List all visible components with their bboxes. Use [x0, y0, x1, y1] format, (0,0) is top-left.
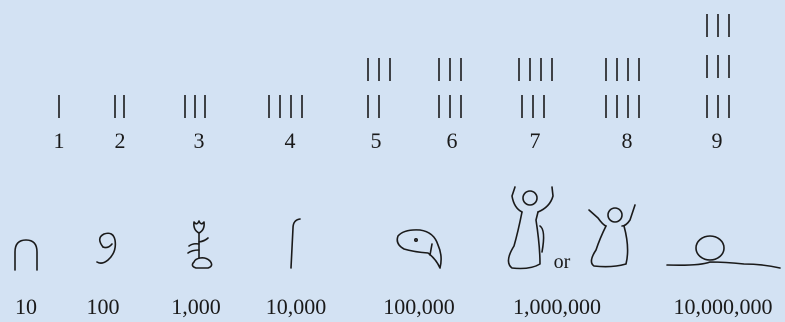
- kneeling-figure-icon: [589, 205, 635, 267]
- strokes-3: [185, 95, 205, 118]
- strokes-6: [439, 58, 461, 118]
- unit-label-3: 3: [194, 130, 205, 152]
- unit-label-7: 7: [530, 130, 541, 152]
- or-connector: or: [554, 252, 571, 272]
- heel-bone-icon: [15, 240, 37, 270]
- strokes-5: [368, 58, 390, 118]
- strokes-7: [519, 58, 552, 118]
- power-label-100000: 100,000: [383, 296, 455, 318]
- finger-icon: [291, 219, 300, 268]
- ring-icon: [667, 236, 780, 268]
- unit-label-8: 8: [622, 130, 633, 152]
- unit-label-2: 2: [115, 130, 126, 152]
- unit-label-5: 5: [371, 130, 382, 152]
- power-label-10000000: 10,000,000: [674, 296, 773, 318]
- unit-label-6: 6: [447, 130, 458, 152]
- strokes-4: [269, 95, 302, 118]
- unit-label-1: 1: [54, 130, 65, 152]
- power-label-1000: 1,000: [171, 296, 221, 318]
- strokes-2: [115, 95, 124, 118]
- strokes-9: [707, 14, 729, 118]
- power-label-1000000: 1,000,000: [513, 296, 601, 318]
- coil-of-rope-icon: [97, 233, 115, 263]
- power-label-100: 100: [87, 296, 120, 318]
- unit-label-4: 4: [285, 130, 296, 152]
- tadpole-icon: [397, 230, 441, 268]
- lotus-flower-icon: [188, 221, 212, 268]
- unit-label-9: 9: [712, 130, 723, 152]
- kneeling-figure-icon: [508, 187, 553, 269]
- power-label-10: 10: [15, 296, 37, 318]
- strokes-8: [606, 58, 639, 118]
- power-label-10000: 10,000: [266, 296, 327, 318]
